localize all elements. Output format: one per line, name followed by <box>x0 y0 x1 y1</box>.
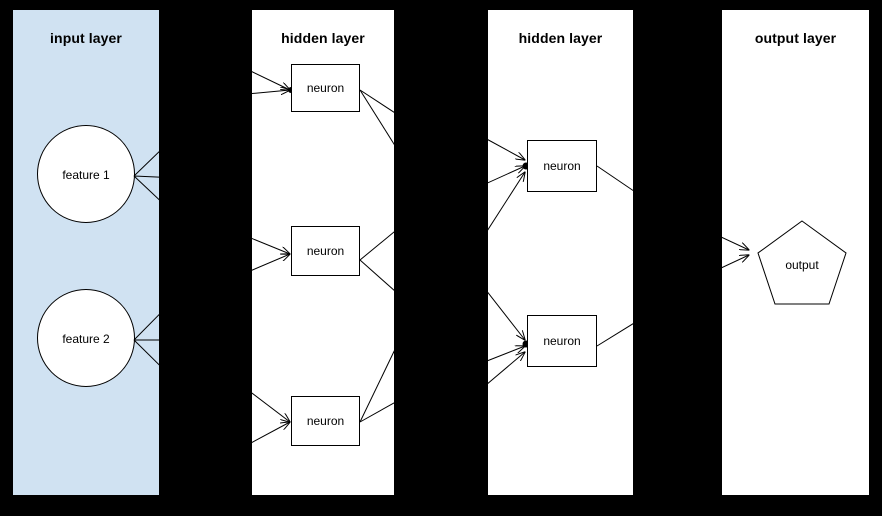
layer-title-input: input layer <box>50 30 122 46</box>
input-layer-shapes <box>37 125 159 387</box>
layer-panel-hidden-1: hidden layer <box>252 10 394 495</box>
outgoing-edges <box>596 165 633 347</box>
output-layer-shapes <box>722 220 847 305</box>
layer-panel-output: output layer output <box>722 10 869 495</box>
layer-title-output: output layer <box>754 30 837 46</box>
layer-title-hidden-2: hidden layer <box>518 30 603 46</box>
neuron-h1-2: neuron <box>291 226 360 276</box>
outgoing-edges <box>359 89 394 423</box>
incoming-edges <box>722 236 749 269</box>
neuron-h2-1: neuron <box>527 140 597 192</box>
hidden-layer-2-edges <box>488 139 633 384</box>
layer-title-hidden-1: hidden layer <box>281 30 365 46</box>
neuron-h2-2: neuron <box>527 315 597 367</box>
incoming-edges <box>252 71 290 443</box>
neuron-h1-3: neuron <box>291 396 360 446</box>
output-label: output <box>785 258 819 272</box>
incoming-edges <box>488 139 525 384</box>
feature-2-label: feature 2 <box>62 332 110 346</box>
feature-1-label: feature 1 <box>62 168 110 182</box>
layer-panel-input: input layer feature 1 feature 2 <box>13 10 159 495</box>
neuron-h1-1: neuron <box>291 64 360 112</box>
layer-panel-hidden-2: hidden layer ne <box>488 10 633 495</box>
